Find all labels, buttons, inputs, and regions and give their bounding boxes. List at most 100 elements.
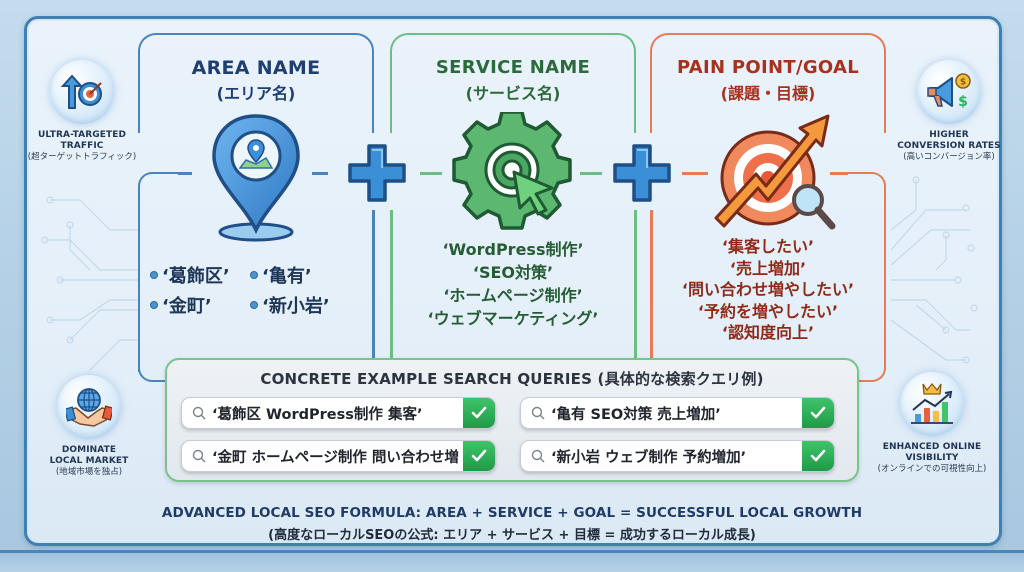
goal-dash-right <box>830 172 848 175</box>
service-column-border <box>390 33 636 133</box>
search-query-box[interactable]: ‘亀有 SEO対策 売上増加’ <box>520 397 835 429</box>
area-subtitle: (エリア名) <box>216 84 296 103</box>
check-icon <box>463 398 495 428</box>
benefit-title: ENHANCED ONLINE <box>882 442 982 452</box>
query-text: ‘葛飾区 WordPress制作 集客’ <box>212 406 423 423</box>
bubble <box>57 375 121 439</box>
query-text: ‘新小岩 ウェブ制作 予約増加’ <box>551 449 747 466</box>
area-item: ‘葛飾区’ <box>150 262 250 288</box>
area-item-label: ‘新小岩’ <box>262 296 330 317</box>
goal-item: ‘売上増加’ <box>729 258 807 278</box>
benefit-title-line2: CONVERSION RATES <box>897 141 1001 151</box>
search-query-box[interactable]: ‘葛飾区 WordPress制作 集客’ <box>181 397 496 429</box>
query-text: ‘金町 ホームページ制作 問い合わせ増 <box>212 449 459 466</box>
svg-text:$: $ <box>960 78 966 88</box>
gear-cursor-icon <box>452 112 572 230</box>
benefit-title: DOMINATE <box>61 445 117 455</box>
area-column-border <box>138 33 374 133</box>
service-item: ‘ホームページ制作’ <box>443 286 583 305</box>
map-pin-icon <box>212 114 300 242</box>
check-icon <box>802 398 834 428</box>
search-icon <box>186 406 212 420</box>
area-item-label: ‘金町’ <box>162 296 212 317</box>
plus-icon-2 <box>613 144 671 202</box>
benefit-title-line2: VISIBILITY <box>905 453 959 463</box>
goal-title: PAIN POINT/GOAL <box>676 57 860 78</box>
area-item-label: ‘亀有’ <box>262 266 312 287</box>
area-dash-left <box>178 172 192 175</box>
goal-item: ‘集客したい’ <box>721 237 815 256</box>
bubble: $ $ <box>917 60 981 124</box>
goal-item: ‘問い合わせ増やしたい’ <box>681 280 855 299</box>
svg-text:$: $ <box>958 94 968 110</box>
area-item-label: ‘葛飾区’ <box>162 266 230 287</box>
benefit-subtitle: (超ターゲットトラフィック) <box>27 152 137 162</box>
queries-title: CONCRETE EXAMPLE SEARCH QUERIES (具体的な検索ク… <box>260 370 764 388</box>
goal-subtitle: (課題・目標) <box>720 84 816 103</box>
search-icon <box>525 406 551 420</box>
goal-column-left-line <box>650 210 653 360</box>
search-icon <box>186 449 212 463</box>
service-column-right-line <box>634 210 637 360</box>
area-item: ‘亀有’ <box>250 262 350 288</box>
benefit-subtitle: (高いコンバージョン率) <box>903 152 995 162</box>
formula-english: ADVANCED LOCAL SEO FORMULA: AREA + SERVI… <box>161 505 863 521</box>
search-query-box[interactable]: ‘新小岩 ウェブ制作 予約増加’ <box>520 440 835 472</box>
goal-right-bracket <box>846 172 886 382</box>
bottom-bar <box>0 550 1024 572</box>
benefit-dominate-local-market: DOMINATE LOCAL MARKET (地域市場を独占) <box>34 375 144 478</box>
goal-item: ‘認知度向上’ <box>721 323 815 342</box>
service-item: ‘SEO対策’ <box>472 263 554 282</box>
bubble <box>50 60 114 124</box>
bullet-icon <box>250 301 258 309</box>
benefit-subtitle: (オンラインでの可視性向上) <box>877 464 987 474</box>
check-icon <box>802 441 834 471</box>
benefit-title-line2: LOCAL MARKET <box>49 456 129 466</box>
service-item: ‘ウェブマーケティング’ <box>427 309 599 328</box>
area-items-list: ‘葛飾区’ ‘亀有’ ‘金町’ ‘新小岩’ <box>150 262 350 318</box>
bullet-icon <box>250 271 258 279</box>
benefit-subtitle: (地域市場を独占) <box>55 467 123 477</box>
query-text: ‘亀有 SEO対策 売上増加’ <box>551 406 721 423</box>
area-column-right-line <box>372 210 375 360</box>
service-subtitle: (サービス名) <box>465 84 561 103</box>
bubble <box>900 372 964 436</box>
service-item: ‘WordPress制作’ <box>442 240 584 259</box>
search-query-box[interactable]: ‘金町 ホームページ制作 問い合わせ増 <box>181 440 496 472</box>
benefit-title: HIGHER <box>929 130 969 140</box>
benefit-title: ULTRA-TARGETED <box>37 130 127 140</box>
bullet-icon <box>150 271 158 279</box>
service-dash-right <box>580 172 602 175</box>
check-icon <box>463 441 495 471</box>
area-item: ‘金町’ <box>150 292 250 318</box>
service-items-list: ‘WordPress制作’ ‘SEO対策’ ‘ホームページ制作’ ‘ウェブマーケ… <box>400 238 626 330</box>
goal-column-border <box>650 33 886 133</box>
goal-dash-left <box>682 172 708 175</box>
crown-bar-chart-icon <box>911 382 953 424</box>
plus-icon-1 <box>348 144 406 202</box>
area-title: AREA NAME <box>191 57 321 79</box>
megaphone-dollar-icon: $ $ <box>927 73 971 110</box>
target-growth-icon <box>714 114 836 230</box>
area-bottom-connector <box>138 340 168 382</box>
service-title: SERVICE NAME <box>435 57 591 78</box>
benefit-enhanced-online-visibility: ENHANCED ONLINE VISIBILITY (オンラインでの可視性向上… <box>862 372 1002 475</box>
goal-item: ‘予約を増やしたい’ <box>697 301 839 321</box>
service-dash-left <box>420 172 442 175</box>
bullet-icon <box>150 301 158 309</box>
benefit-title-line2: TRAFFIC <box>60 141 104 151</box>
area-dash-right <box>312 172 328 175</box>
circuit-right-decoration <box>890 176 978 364</box>
area-left-bracket <box>138 172 178 372</box>
benefit-higher-conversion-rates: $ $ HIGHER CONVERSION RATES (高いコンバージョン率) <box>884 60 1014 163</box>
globe-handshake-icon <box>66 388 112 427</box>
circuit-left-decoration <box>41 196 140 371</box>
search-icon <box>525 449 551 463</box>
benefit-ultra-targeted-traffic: ULTRA-TARGETED TRAFFIC (超ターゲットトラフィック) <box>22 60 142 163</box>
area-item: ‘新小岩’ <box>250 292 350 318</box>
arrow-target-icon <box>60 74 102 109</box>
goal-items-list: ‘集客したい’ ‘売上増加’ ‘問い合わせ増やしたい’ ‘予約を増やしたい’ ‘… <box>650 236 886 344</box>
search-queries-panel: CONCRETE EXAMPLE SEARCH QUERIES (具体的な検索ク… <box>165 358 859 482</box>
service-column-left-line <box>390 210 393 360</box>
formula-japanese: (高度なローカルSEOの公式: エリア + サービス + 目標 = 成功するロー… <box>268 528 756 543</box>
